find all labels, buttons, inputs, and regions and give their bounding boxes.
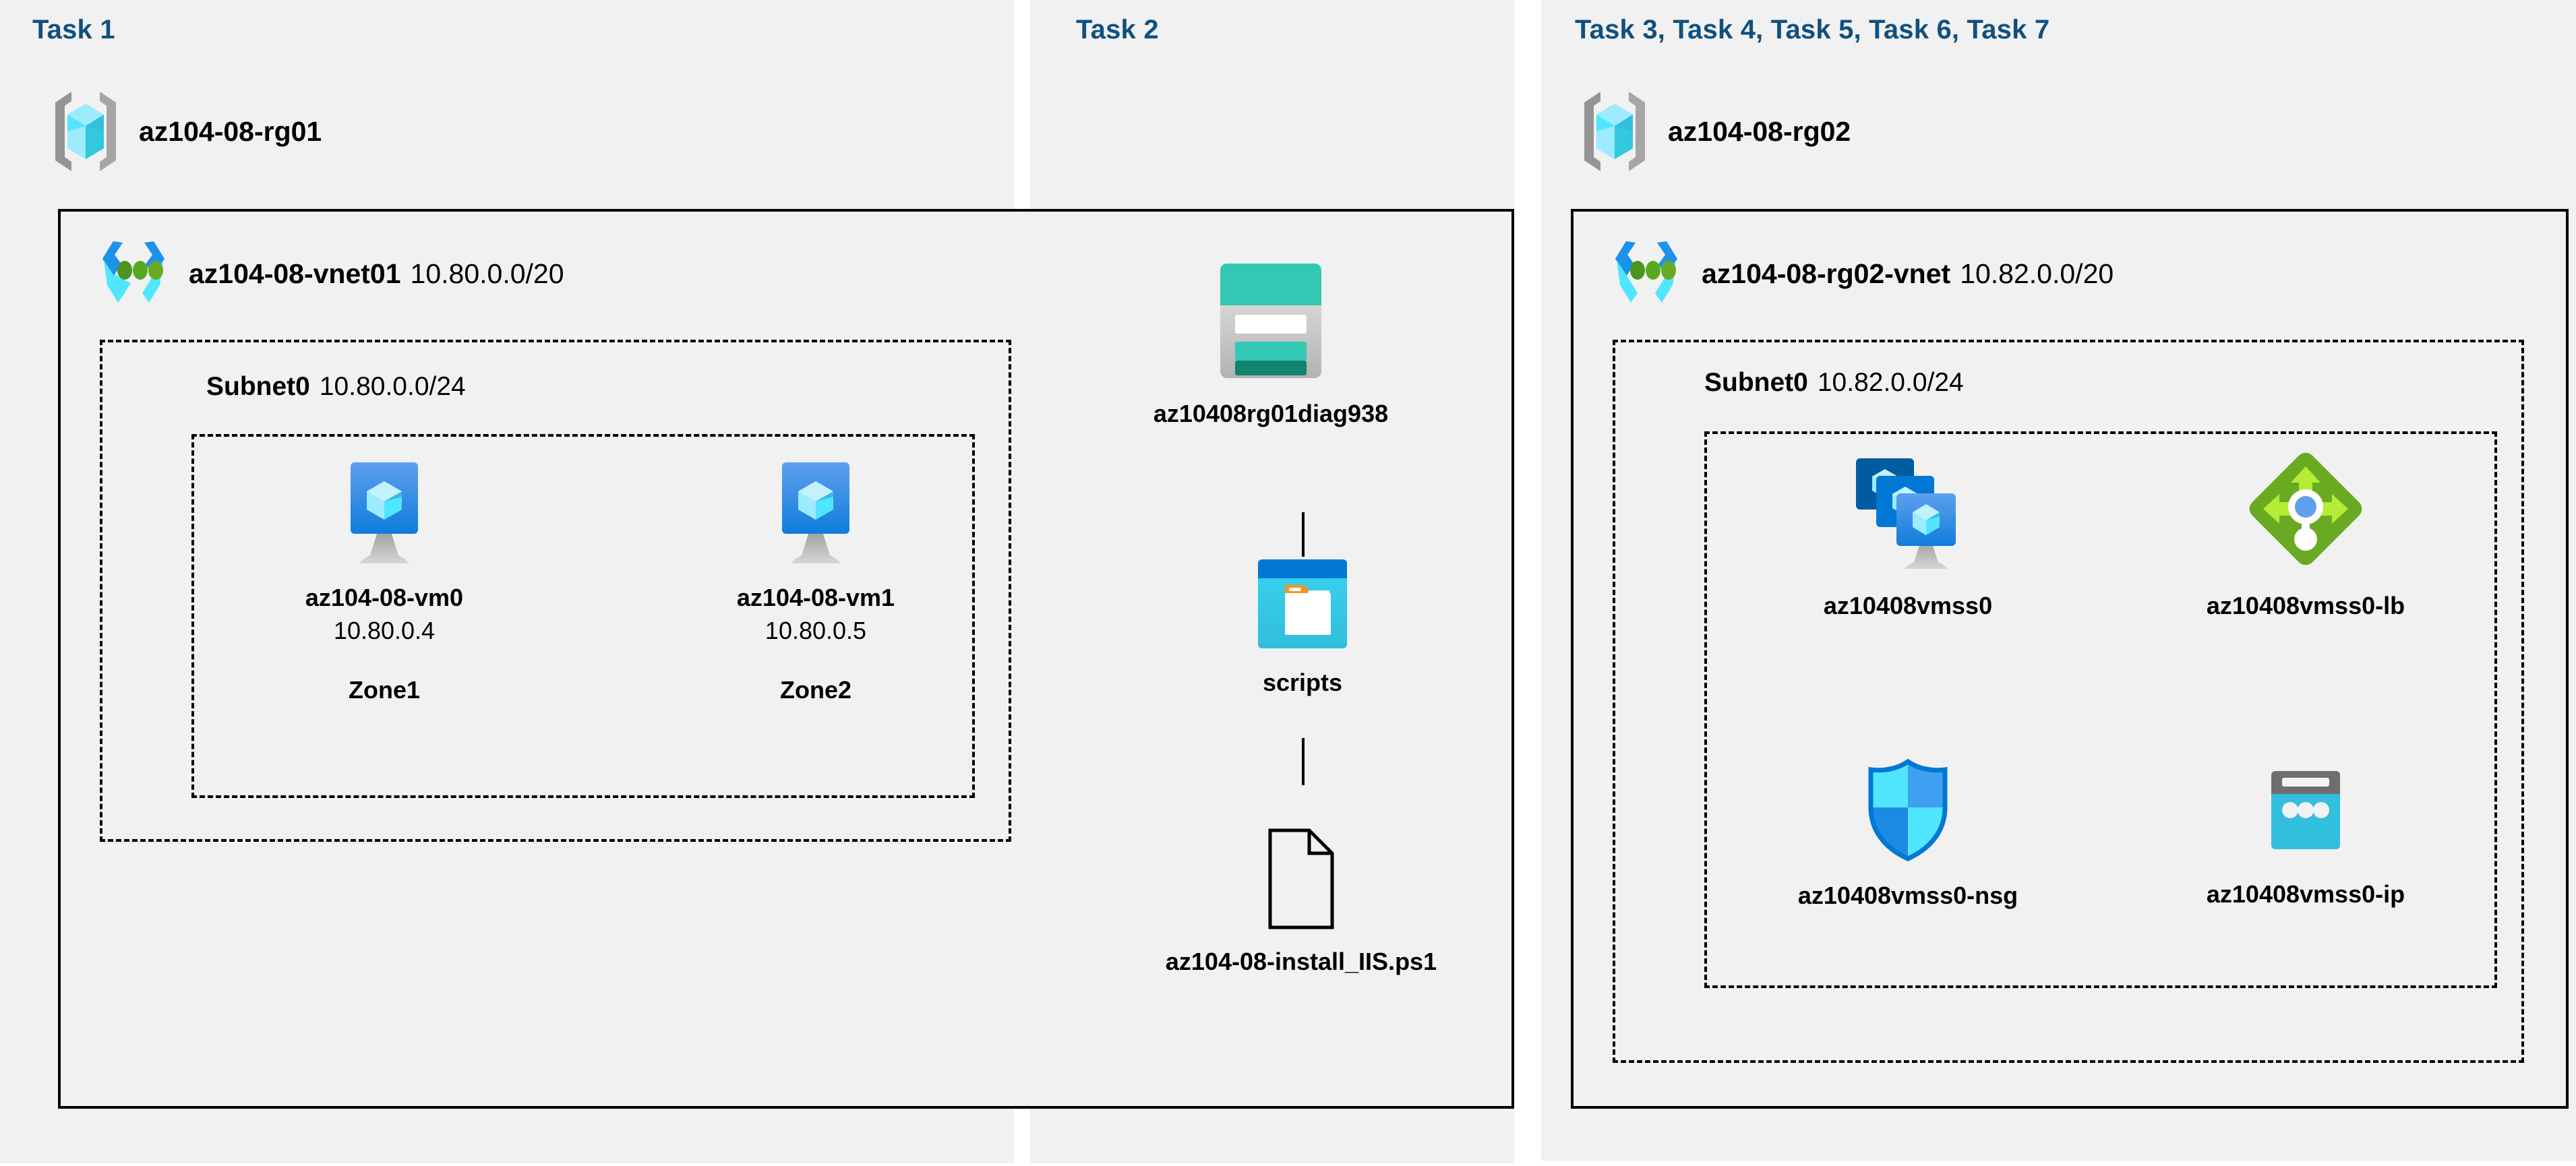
task1-subnet-box: [100, 340, 1011, 842]
load-balancer-label: az10408vmss0-lb: [2206, 592, 2405, 619]
task3-title: Task 3, Task 4, Task 5, Task 6, Task 7: [1575, 15, 2050, 44]
virtual-machine-icon: [334, 458, 435, 566]
virtual-machine-icon: [765, 458, 866, 566]
nsg-node[interactable]: az10408vmss0-nsg: [1763, 756, 2053, 911]
task3-subnet-cidr: 10.82.0.0/24: [1817, 368, 1964, 397]
virtual-network-icon: [1606, 237, 1687, 310]
file-label: az104-08-install_IIS.ps1: [1165, 948, 1437, 975]
vm-node-1-name: az104-08-vm1: [736, 584, 895, 611]
vmss-label: az10408vmss0: [1823, 592, 1993, 619]
storage-account-node[interactable]: az10408rg01diag938: [1154, 259, 1388, 429]
task1-vnet-name: az104-08-vnet01: [189, 257, 401, 289]
task3-subnet-box: [1613, 340, 2524, 1063]
file-node[interactable]: az104-08-install_IIS.ps1: [1079, 828, 1524, 977]
vmss-node[interactable]: az10408vmss0: [1773, 453, 2043, 621]
vm-node-1-ip: 10.80.0.5: [765, 617, 867, 644]
blob-container-node[interactable]: scripts: [1228, 557, 1377, 698]
task1-vnet-cidr: 10.80.0.0/20: [410, 257, 564, 289]
resource-group-icon: [1578, 88, 1652, 175]
task3-subnet-header: Subnet0 10.82.0.0/24: [1704, 368, 1964, 398]
vm-node-1[interactable]: az104-08-vm1 10.80.0.5 Zone2: [715, 458, 917, 704]
task3-vnet-box: [1571, 209, 2569, 1109]
resource-group-icon: [49, 88, 123, 175]
vm-scale-set-icon: [1844, 453, 1972, 574]
task3-vnet-header: az104-08-rg02-vnet 10.82.0.0/20: [1606, 237, 2114, 310]
task1-subnet-cidr: 10.80.0.0/24: [319, 372, 466, 401]
task1-vm-group-box: [191, 434, 975, 798]
nsg-label: az10408vmss0-nsg: [1797, 882, 2018, 909]
task1-title: Task 1: [32, 15, 115, 44]
vm-node-0[interactable]: az104-08-vm0 10.80.0.4 Zone1: [283, 458, 485, 704]
task3-resource-group-label: az104-08-rg02: [1668, 115, 1851, 147]
vm-node-1-zone: Zone2: [779, 676, 851, 704]
vm-node-0-zone: Zone1: [348, 676, 420, 704]
load-balancer-icon: [2242, 452, 2370, 574]
task1-resource-group: az104-08-rg01: [49, 88, 322, 175]
virtual-network-icon: [93, 237, 174, 310]
task3-resource-group-box: [1704, 431, 2497, 988]
task2-title: Task 2: [1076, 15, 1159, 44]
file-icon: [1261, 828, 1342, 930]
blob-container-label: scripts: [1262, 669, 1343, 696]
task3-vnet-name: az104-08-rg02-vnet: [1702, 257, 1951, 289]
task1-subnet-header: Subnet0 10.80.0.0/24: [206, 372, 466, 402]
storage-account-label: az10408rg01diag938: [1153, 400, 1389, 427]
task3-resource-group: az104-08-rg02: [1578, 88, 1851, 175]
task1-resource-group-label: az104-08-rg01: [139, 115, 322, 147]
storage-account-icon: [1209, 259, 1332, 382]
task1-vnet-header: az104-08-vnet01 10.80.0.0/20: [93, 237, 564, 310]
public-ip-label: az10408vmss0-ip: [2206, 880, 2405, 908]
load-balancer-node[interactable]: az10408vmss0-lb: [2157, 452, 2454, 621]
task1-subnet-name: Subnet0: [206, 372, 310, 401]
public-ip-node[interactable]: az10408vmss0-ip: [2167, 768, 2444, 909]
public-ip-address-icon: [2255, 768, 2356, 863]
connector-storage-to-container: [1302, 512, 1305, 557]
task3-subnet-name: Subnet0: [1704, 368, 1808, 397]
vm-node-0-ip: 10.80.0.4: [333, 617, 436, 644]
network-security-group-icon: [1857, 756, 1958, 864]
task3-vnet-cidr: 10.82.0.0/20: [1960, 257, 2114, 289]
vm-node-0-name: az104-08-vm0: [305, 584, 464, 611]
connector-container-to-file: [1302, 738, 1305, 785]
blob-container-icon: [1255, 557, 1350, 651]
